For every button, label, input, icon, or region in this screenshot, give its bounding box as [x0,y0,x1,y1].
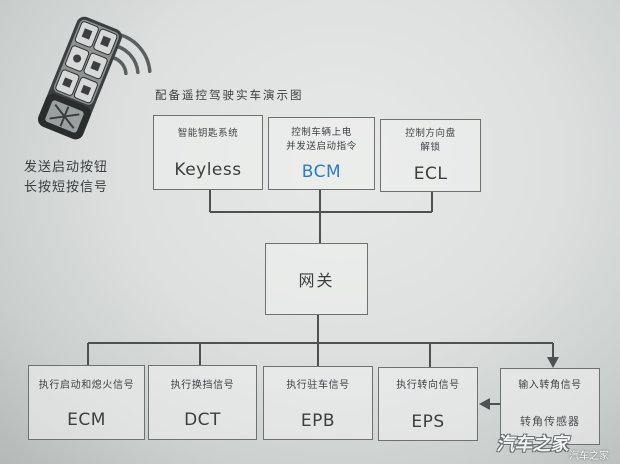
keyless-box: 智能钥匙系统 Keyless [153,115,263,190]
dct-box: 执行换挡信号 DCT [148,365,257,440]
ecl-desc-line-1: 控制方向盘 [405,128,456,139]
keyless-code: Keyless [174,160,242,180]
gateway-box: 网关 [265,243,368,315]
bcm-desc-line-1: 控制车辆上电 [291,127,352,138]
angle-sensor-code: 转角传感器 [520,415,580,428]
diagram-title: 配备遥控驾驶实车演示图 [155,88,304,102]
key-fob-icon [38,16,122,140]
epb-desc: 执行驻车信号 [286,380,350,391]
watermark-logo: 汽车之家 [495,434,572,455]
key-fob-caption: 发送启动按钮 长按短按信号 [16,158,116,198]
ecl-desc-line-2: 解锁 [420,142,441,153]
caption-line-1: 发送启动按钮 [23,160,108,175]
angle-sensor-box: 输入转角信号 转角传感器 [500,368,600,445]
ecm-desc: 执行启动和熄火信号 [38,380,135,391]
eps-desc: 执行转向信号 [396,380,460,391]
ecl-box: 控制方向盘 解锁 ECL [380,119,481,192]
eps-code: EPS [411,412,445,432]
bcm-code: BCM [301,162,342,182]
epb-box: 执行驻车信号 EPB [263,366,373,440]
arrow-down-icon [547,357,559,368]
caption-line-2: 长按短按信号 [23,180,108,195]
ecl-code: ECL [413,164,448,184]
ecm-box: 执行启动和熄火信号 ECM [28,365,145,440]
eps-box: 执行转向信号 EPS [378,367,478,441]
epb-code: EPB [300,411,336,431]
bcm-box: 控制车辆上电 并发送启动指令 BCM [268,117,375,190]
dct-code: DCT [184,410,221,430]
arrow-left-icon [479,398,490,410]
bcm-desc-line-2: 并发送启动指令 [286,141,357,152]
ecm-code: ECM [67,410,106,430]
gateway-label: 网关 [298,271,335,290]
dct-desc: 执行换挡信号 [170,380,235,391]
keyless-desc: 智能钥匙系统 [177,128,239,139]
angle-sensor-desc: 输入转角信号 [518,380,582,391]
watermark-text: 汽车之家 [569,451,609,462]
